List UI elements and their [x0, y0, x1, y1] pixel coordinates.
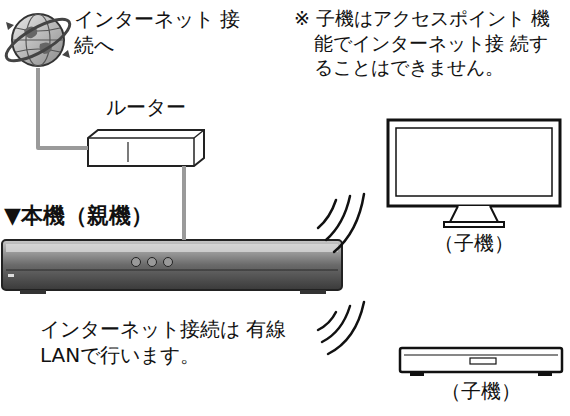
cable-path [38, 68, 88, 148]
device-client: （子機） [400, 348, 562, 376]
node-label: （子機） [411, 378, 551, 404]
device-drawing [400, 348, 562, 376]
cable-line [184, 166, 185, 240]
router-box: ルーター [88, 130, 204, 166]
tv-drawing [388, 120, 560, 227]
router-drawing [88, 130, 204, 166]
note-text: ※ 子機はアクセスポイント 機能でインターネット接 続することはできません。 [294, 6, 564, 80]
recorder-drawing [2, 240, 342, 294]
internet-globe: インターネット 接続へ [10, 12, 66, 68]
cable-path [182, 166, 186, 240]
wireless-waves [318, 194, 364, 354]
node-label: ▼本機（親機） [4, 202, 204, 231]
node-label: ルーター [76, 94, 216, 120]
wired-lan-note: インターネット接続は 有線LANで行います。 [40, 316, 302, 368]
node-label: （子機） [404, 230, 544, 256]
globe-icon [1, 12, 75, 69]
recorder-unit: ▼本機（親機） [2, 240, 342, 290]
cable-line [38, 68, 88, 148]
node-label: インターネット 接続へ [74, 6, 244, 58]
tv-client: （子機） [388, 120, 560, 227]
